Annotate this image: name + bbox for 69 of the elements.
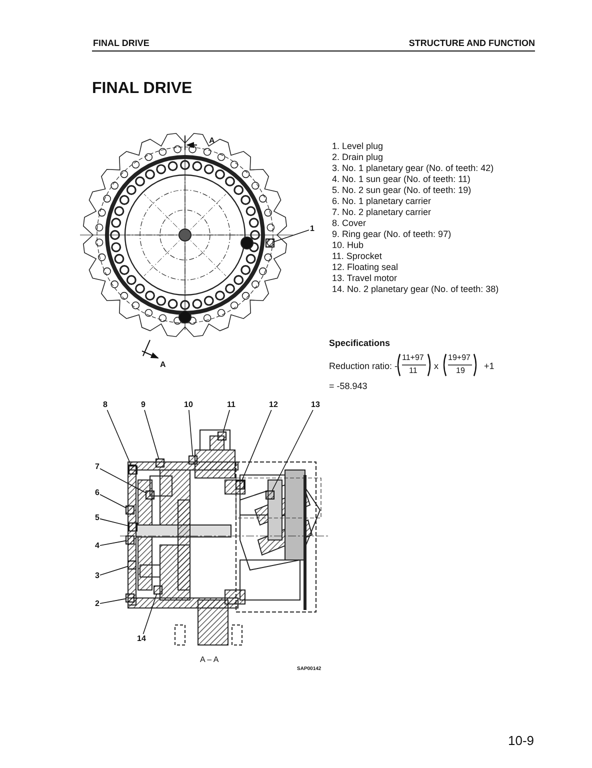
- leader-line: [100, 518, 130, 526]
- leader-line: [274, 230, 310, 242]
- parts-list-item: 4. No. 1 sun gear (No. of teeth: 11): [332, 174, 470, 184]
- header-title: FINAL DRIVE: [93, 38, 150, 48]
- formula-result: = -58.943: [329, 381, 368, 391]
- machine-part: [218, 432, 226, 440]
- callout-number: 9: [140, 400, 146, 410]
- machine-part: [126, 506, 134, 514]
- callout-number: 12: [268, 400, 279, 410]
- machine-part: [128, 522, 138, 532]
- page-number: 10-9: [508, 733, 534, 748]
- fraction-numerator: 19+97: [448, 353, 470, 362]
- machine-part: [156, 458, 164, 468]
- parts-list-item: 2. Drain plug: [332, 152, 384, 162]
- parts-list-item: 5. No. 2 sun gear (No. of teeth: 19): [332, 185, 472, 195]
- callout-number: 14: [136, 634, 147, 644]
- machine-part: [126, 594, 134, 602]
- leader-line: [100, 540, 126, 546]
- parts-list-item: 14. No. 2 planetary gear (No. of teeth: 38): [332, 284, 499, 294]
- leader-line: [100, 494, 126, 508]
- page-title: FINAL DRIVE: [92, 80, 192, 98]
- fraction-numerator: 11+97: [402, 353, 424, 362]
- machine-part: [128, 560, 136, 570]
- parts-list-item: 7. No. 2 planetary carrier: [332, 207, 432, 217]
- section-heading: Specifications: [329, 338, 390, 348]
- formula-text: Reduction ratio: -: [329, 361, 398, 371]
- leader-line: [100, 598, 126, 604]
- machine-part: [146, 490, 154, 500]
- leader-line: [241, 410, 272, 482]
- machine-part: [188, 456, 198, 464]
- machine-part: [266, 490, 274, 500]
- callout-number: 8: [102, 400, 108, 410]
- section-letter: A: [160, 360, 166, 369]
- callout-number: 11: [226, 400, 236, 410]
- section-letter: A: [209, 136, 215, 145]
- parts-list-item: 12. Floating seal: [332, 262, 398, 272]
- section-view-label: A – A: [200, 655, 219, 664]
- machine-part: [266, 238, 274, 248]
- formula-operator: x: [434, 361, 438, 371]
- leader-line: [144, 410, 160, 460]
- leader-line: [222, 410, 230, 432]
- callout-number: 5: [94, 513, 100, 523]
- callout-number: 13: [310, 400, 321, 410]
- parts-list-item: 3. No. 1 planetary gear (No. of teeth: 42): [332, 163, 494, 173]
- callout-number: 6: [94, 488, 100, 498]
- parts-list-item: 13. Travel motor: [332, 273, 398, 283]
- callout-number: 3: [94, 571, 100, 581]
- parts-list-item: 6. No. 1 planetary carrier: [332, 196, 432, 206]
- formula-operator: +1: [484, 361, 494, 371]
- leader-line: [272, 410, 314, 492]
- machine-part: [128, 466, 138, 474]
- leader-line: [100, 468, 146, 494]
- callout-number: 1: [309, 224, 316, 234]
- fraction-denominator: 11: [409, 366, 418, 375]
- machine-part: [154, 586, 162, 594]
- callout-number: 4: [94, 541, 100, 551]
- parts-list-item: 10. Hub: [332, 240, 364, 250]
- machine-part: [126, 536, 134, 544]
- header-section: STRUCTURE AND FUNCTION: [408, 38, 535, 48]
- fraction-denominator: 19: [456, 366, 465, 375]
- parts-list-item: 1. Level plug: [332, 141, 384, 151]
- machine-part: [236, 480, 244, 490]
- callout-number: 7: [94, 462, 100, 472]
- parts-list-item: 9. Ring gear (No. of teeth: 97): [332, 229, 452, 239]
- parts-list-item: 8. Cover: [332, 218, 366, 228]
- parts-list-item: 11. Sprocket: [332, 251, 382, 261]
- callout-number: 2: [94, 599, 100, 609]
- leader-line: [106, 410, 132, 466]
- callout-number: 10: [183, 400, 194, 410]
